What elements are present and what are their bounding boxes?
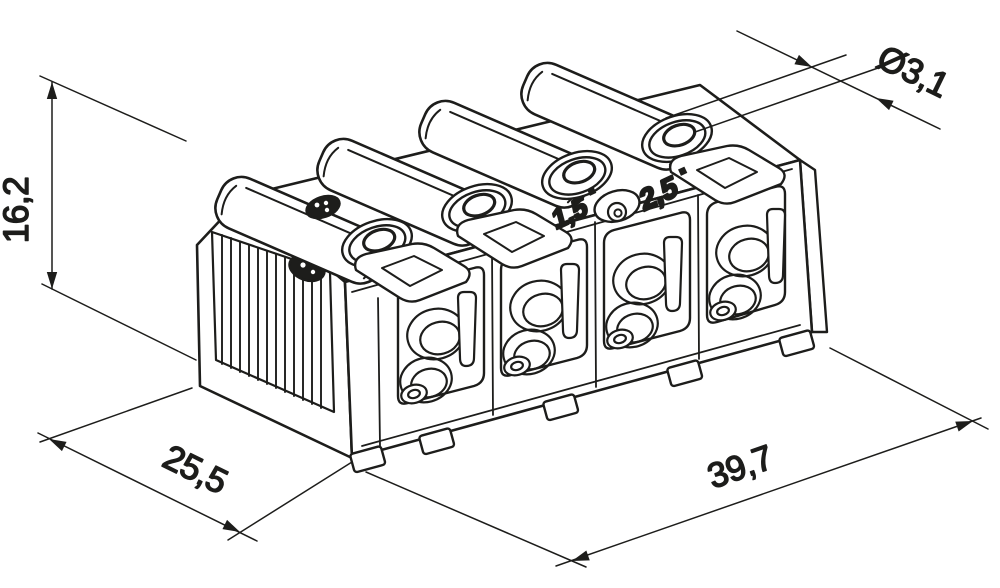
ribbed-grip-face <box>195 194 354 460</box>
clamp-cutouts <box>393 185 787 410</box>
square-superscript-min <box>587 186 597 196</box>
terminal-block-body: 1,5 2,5 <box>195 54 829 474</box>
dim-height-label: 16,2 <box>0 177 36 243</box>
grip-ribs <box>221 234 322 409</box>
screw-marking <box>305 194 341 220</box>
dim-depth-label: 25,5 <box>157 438 234 502</box>
square-superscript-max <box>678 166 688 176</box>
dim-diameter-label: Ø3,1 <box>871 38 955 105</box>
front-face <box>343 158 816 474</box>
dimension-height: 16,2 <box>0 75 197 361</box>
dim-length-label: 39,7 <box>703 438 778 497</box>
